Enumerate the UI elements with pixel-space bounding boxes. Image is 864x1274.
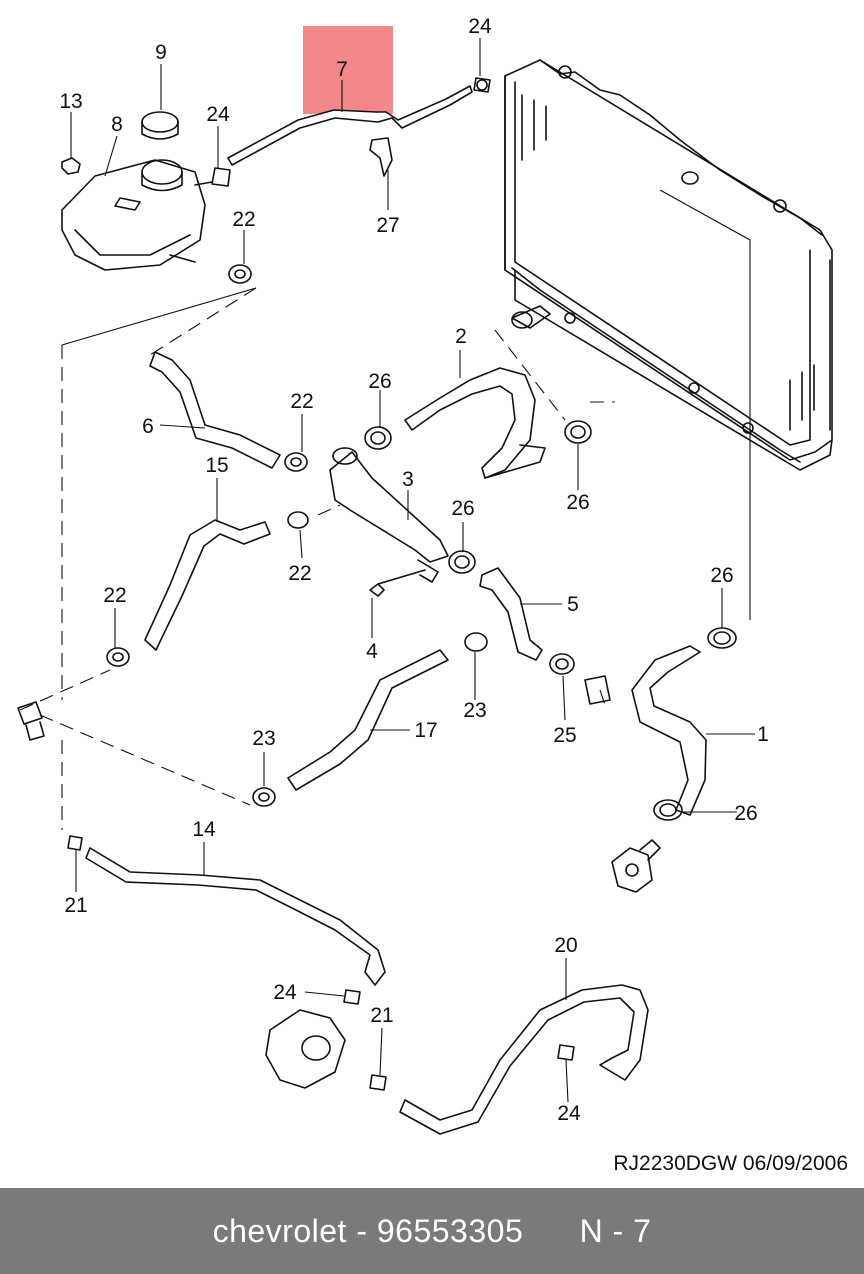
callout-24-d: 24 (557, 1102, 581, 1125)
highlight-box-part-7 (303, 26, 393, 114)
hose-7 (227, 85, 473, 166)
clamp-23-hose-17-top (464, 632, 488, 652)
callout-26-a: 26 (368, 370, 391, 393)
callout-21-a: 21 (64, 894, 87, 917)
callout-27: 27 (376, 214, 399, 237)
clamp-26-hose-1-bottom (653, 799, 683, 821)
reference-lines (19, 189, 751, 830)
clamp-22-tank-outlet (228, 264, 252, 284)
footer-caption-bar: chevrolet - 96553305 N - 7 (0, 1188, 864, 1274)
fitting-25 (584, 675, 611, 705)
callout-22-b: 22 (290, 390, 313, 413)
surge-tank-cap (141, 111, 179, 140)
callout-13: 13 (59, 90, 82, 113)
hose-5 (479, 567, 543, 661)
hose-17 (287, 649, 449, 791)
clamp-26-hose-1-top (707, 627, 737, 649)
clamp-22-hose-6 (284, 452, 308, 472)
clamp-26-hose-2-left (364, 426, 392, 450)
radiator (504, 59, 833, 471)
callout-22-c: 22 (288, 562, 311, 585)
callout-15: 15 (205, 454, 228, 477)
callout-26-b: 26 (566, 491, 589, 514)
callout-9: 9 (155, 41, 167, 64)
bracket-27 (369, 137, 393, 177)
pipe-3-bracket (417, 559, 439, 583)
throttle-body (265, 1009, 346, 1089)
callout-23-b: 23 (252, 727, 275, 750)
callout-23-a: 23 (463, 699, 486, 722)
hose-14 (85, 847, 386, 986)
thermostat-housing (611, 839, 661, 893)
clamp-26-pipe-3 (448, 550, 476, 574)
callout-24-b: 24 (206, 103, 230, 126)
pipe-3-neck (332, 447, 358, 465)
callout-1: 1 (757, 723, 769, 746)
hose-2-end (484, 444, 546, 479)
surge-tank (61, 159, 213, 271)
parts-diagram: 9 8 13 7 24 24 27 22 2 26 22 6 15 3 26 2… (17, 15, 848, 1175)
pipe-end-left (17, 701, 45, 741)
pipe-3 (329, 451, 449, 563)
callout-21-b: 21 (370, 1004, 393, 1027)
callout-22-d: 22 (103, 584, 126, 607)
callout-6: 6 (142, 415, 154, 438)
callout-26-d: 26 (710, 564, 733, 587)
callout-14: 14 (192, 818, 216, 841)
callout-3: 3 (402, 468, 414, 491)
clamp-22-hose-15-lower (106, 647, 130, 667)
callout-20: 20 (554, 934, 577, 957)
footer-brand: chevrolet (212, 1212, 347, 1249)
bolt-4 (369, 569, 426, 597)
clamp-25 (549, 653, 575, 675)
callout-7: 7 (336, 58, 348, 81)
leader-lines (70, 38, 755, 1103)
callouts: 9 8 13 7 24 24 27 22 2 26 22 6 15 3 26 2… (59, 15, 769, 1125)
clamp-24-tank (211, 167, 231, 187)
hose-2 (404, 367, 536, 479)
callout-4: 4 (366, 640, 378, 663)
callout-26-c: 26 (451, 497, 474, 520)
callout-24-c: 24 (273, 981, 297, 1004)
hose-15 (144, 519, 271, 651)
callout-25: 25 (553, 724, 576, 747)
callout-22-a: 22 (232, 208, 255, 231)
clamp-24-throttle (343, 989, 361, 1005)
clamp-23-hose-17-bottom (252, 787, 276, 807)
callout-5: 5 (567, 593, 579, 616)
clamp-21-throttle (369, 1074, 387, 1091)
clamp-22-hose-15 (287, 511, 309, 529)
callout-26-e: 26 (734, 802, 757, 825)
footer-part-number: 96553305 (376, 1212, 524, 1249)
callout-2: 2 (455, 325, 467, 348)
footer-separator: - (346, 1212, 377, 1249)
footer-position-label: N - 7 (579, 1212, 652, 1249)
clamp-24-radiator-top (473, 77, 491, 93)
clamp-24-hose-20 (557, 1044, 575, 1061)
hose-6 (149, 351, 281, 469)
clamp-26-hose-2-right (564, 420, 592, 444)
callout-24-a: 24 (468, 15, 492, 38)
callout-17: 17 (414, 719, 437, 742)
hose-20 (399, 984, 649, 1135)
drawing-code: RJ2230DGW 06/09/2006 (613, 1152, 848, 1175)
nut-13 (61, 157, 81, 175)
hose-1 (631, 645, 707, 816)
footer-gap (523, 1213, 579, 1250)
clamp-21-hose-14 (67, 835, 83, 851)
callout-8: 8 (111, 113, 123, 136)
